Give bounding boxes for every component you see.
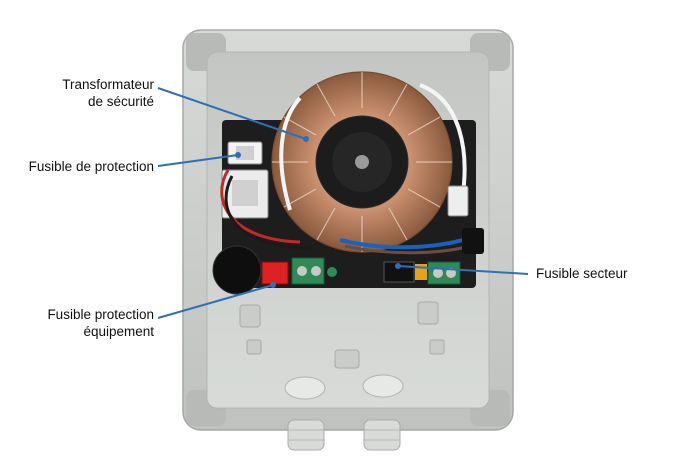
mounting-bosses [239,301,445,369]
terminal-block-right [427,261,461,285]
fuse-holder-equipment [261,261,289,285]
label-transformer-line1: Transformateur [62,77,154,92]
label-transformer: Transformateur de sécurité [38,76,154,110]
label-protection-fuse: Fusible de protection [28,159,154,174]
cable-glands [284,374,404,451]
label-equipment-fuse-line1: Fusible protection [47,307,154,322]
label-transformer-line2: de sécurité [87,94,154,109]
label-equipment-fuse: Fusible protection équipement [14,306,154,340]
label-mains-fuse: Fusible secteur [536,266,628,281]
leader-lines [157,87,529,319]
label-equipment-fuse-line2: équipement [83,324,154,339]
toroidal-transformer [271,71,453,253]
terminal-block-left [291,257,325,285]
led [327,267,337,277]
capacitor [212,245,262,295]
